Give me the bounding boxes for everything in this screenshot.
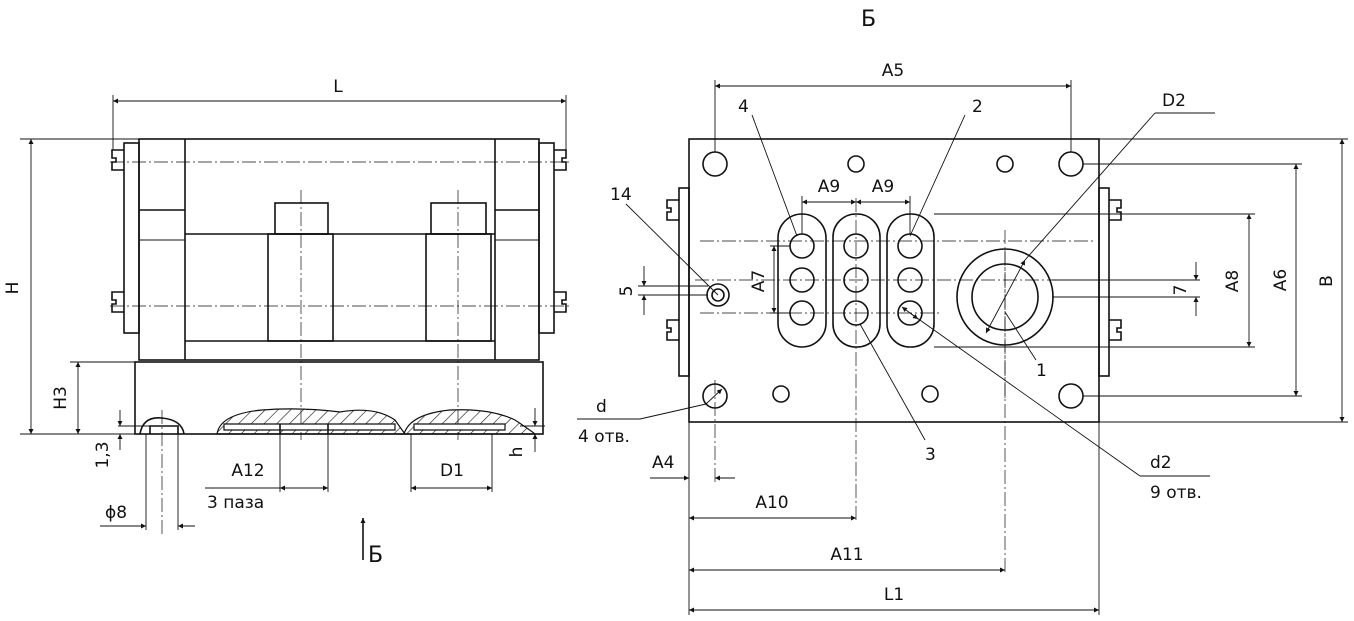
clamp-right-bottom <box>554 291 567 313</box>
slots-note: 3 паза <box>207 493 264 513</box>
dim-phi8: ϕ8 <box>105 503 127 523</box>
clamp-right-top <box>554 149 567 171</box>
clamp-left-top <box>111 149 124 171</box>
callout-2: 2 <box>972 97 983 117</box>
dim-A4: A4 <box>652 453 674 473</box>
dim-L: L <box>333 77 343 97</box>
dim-H: H <box>3 282 23 295</box>
dim-A8: A8 <box>1223 270 1243 292</box>
dim-D2: D2 <box>1162 91 1186 111</box>
dim-d: d <box>596 397 607 417</box>
d-note: 4 отв. <box>578 427 630 447</box>
dim-A7: A7 <box>749 270 769 292</box>
callout-3: 3 <box>925 445 936 465</box>
dim-A12: A12 <box>231 461 264 481</box>
callout-1: 1 <box>1036 361 1047 381</box>
top-view: A5 A9 A9 A7 5 7 A8 A6 <box>577 61 1348 615</box>
dim-7: 7 <box>1171 285 1191 296</box>
view-title: Б <box>861 7 876 32</box>
view-arrow-label: Б <box>368 543 383 568</box>
dim-A11: A11 <box>830 545 863 565</box>
callout-4: 4 <box>738 97 749 117</box>
dim-A10: A10 <box>755 493 788 513</box>
dim-B: B <box>1317 275 1337 287</box>
d2-note: 9 отв. <box>1150 483 1202 503</box>
dim-D1: D1 <box>440 461 464 481</box>
front-view: L H H3 1,3 ϕ8 A12 3 паза D1 <box>3 77 570 568</box>
callout-14: 14 <box>610 185 632 205</box>
dim-1-3: 1,3 <box>93 441 113 468</box>
dim-L1: L1 <box>884 585 904 605</box>
dim-A9-left: A9 <box>818 177 840 197</box>
dim-h: h <box>507 447 527 458</box>
dim-A6: A6 <box>1271 269 1291 291</box>
dim-H3: H3 <box>51 386 71 410</box>
dim-5: 5 <box>617 286 637 297</box>
dim-A9-right: A9 <box>872 177 894 197</box>
dim-A5: A5 <box>882 61 904 81</box>
dim-d2: d2 <box>1150 453 1172 473</box>
clamp-left-bottom <box>111 291 124 313</box>
